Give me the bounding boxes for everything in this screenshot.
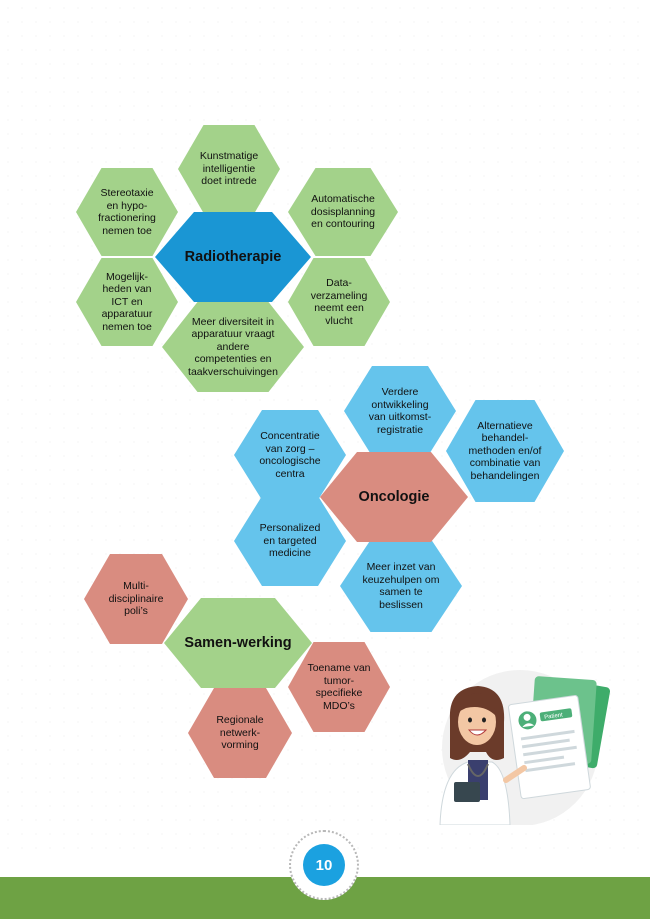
hex-radiotherapie-dosisplanning: Automatische dosisplanning en contouring: [288, 168, 398, 256]
doctor-with-patient-file-illustration: Patient: [439, 670, 611, 825]
hex-radiotherapie-ai: Kunstmatige intelligentie doet intrede: [178, 125, 280, 213]
hex-radiotherapie-title: Radiotherapie: [155, 212, 311, 302]
page-number-badge: 10: [303, 844, 345, 886]
patient-card-label: Patient: [544, 712, 564, 721]
hex-radiotherapie-stereotaxie: Stereotaxie en hypo-fractionering nemen …: [76, 168, 178, 256]
hex-samenwerking-tumorspecifieke-mdos: Toename van tumor-specifieke MDO’s: [288, 642, 390, 732]
